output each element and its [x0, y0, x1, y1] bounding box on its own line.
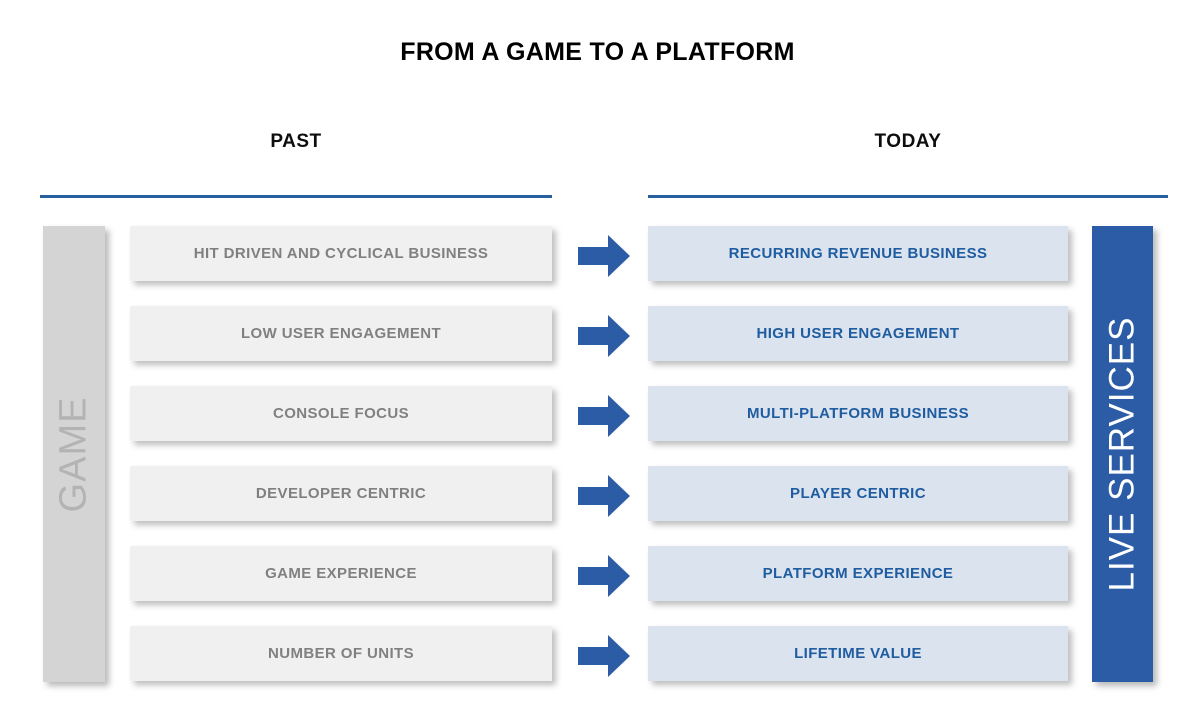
past-pill-label: NUMBER OF UNITS [268, 645, 414, 662]
past-pill-label: HIT DRIVEN AND CYCLICAL BUSINESS [193, 245, 489, 262]
today-pill-label: LIFETIME VALUE [794, 645, 922, 662]
today-pill[interactable]: PLAYER CENTRIC [648, 466, 1068, 521]
column-header-today: TODAY [874, 131, 942, 152]
today-pill-label: MULTI-PLATFORM BUSINESS [747, 405, 969, 422]
arrow-right-icon [578, 554, 630, 598]
divider-rule-past [40, 195, 552, 198]
arrow-right-icon [578, 314, 630, 358]
side-bar-live-services: LIVE SERVICES [1092, 226, 1153, 682]
past-pill-label: GAME EXPERIENCE [265, 565, 417, 582]
today-pill[interactable]: HIGH USER ENGAGEMENT [648, 306, 1068, 361]
comparison-row: HIT DRIVEN AND CYCLICAL BUSINESS RECURRIN… [0, 226, 1195, 281]
arrow-right-icon [578, 474, 630, 518]
past-pill-label: DEVELOPER CENTRIC [255, 485, 427, 502]
today-pill[interactable]: LIFETIME VALUE [648, 626, 1068, 681]
today-pill-label: RECURRING REVENUE BUSINESS [728, 245, 988, 262]
past-pill[interactable]: NUMBER OF UNITS [130, 626, 552, 681]
past-pill[interactable]: LOW USER ENGAGEMENT [130, 306, 552, 361]
past-pill-label: CONSOLE FOCUS [272, 405, 410, 422]
today-pill[interactable]: PLATFORM EXPERIENCE [648, 546, 1068, 601]
today-pill-label: PLATFORM EXPERIENCE [762, 565, 954, 582]
comparison-row: CONSOLE FOCUS MULTI-PLATFORM BUSINESS [0, 386, 1195, 441]
arrow-right-icon [578, 634, 630, 678]
comparison-row: DEVELOPER CENTRIC PLAYER CENTRIC [0, 466, 1195, 521]
past-pill-label: LOW USER ENGAGEMENT [240, 325, 442, 342]
today-pill[interactable]: MULTI-PLATFORM BUSINESS [648, 386, 1068, 441]
column-header-past: PAST [270, 131, 322, 152]
arrow-right-icon [578, 234, 630, 278]
today-pill-label: PLAYER CENTRIC [790, 485, 926, 502]
page-title: FROM A GAME TO A PLATFORM [400, 38, 795, 66]
past-pill[interactable]: HIT DRIVEN AND CYCLICAL BUSINESS [130, 226, 552, 281]
divider-rule-today [648, 195, 1168, 198]
comparison-row: NUMBER OF UNITS LIFETIME VALUE [0, 626, 1195, 681]
side-bar-game: GAME [43, 226, 105, 682]
comparison-row: LOW USER ENGAGEMENT HIGH USER ENGAGEMENT [0, 306, 1195, 361]
past-pill[interactable]: GAME EXPERIENCE [130, 546, 552, 601]
past-pill[interactable]: CONSOLE FOCUS [130, 386, 552, 441]
past-pill[interactable]: DEVELOPER CENTRIC [130, 466, 552, 521]
comparison-row: GAME EXPERIENCE PLATFORM EXPERIENCE [0, 546, 1195, 601]
arrow-right-icon [578, 394, 630, 438]
today-pill[interactable]: RECURRING REVENUE BUSINESS [648, 226, 1068, 281]
today-pill-label: HIGH USER ENGAGEMENT [756, 325, 960, 342]
